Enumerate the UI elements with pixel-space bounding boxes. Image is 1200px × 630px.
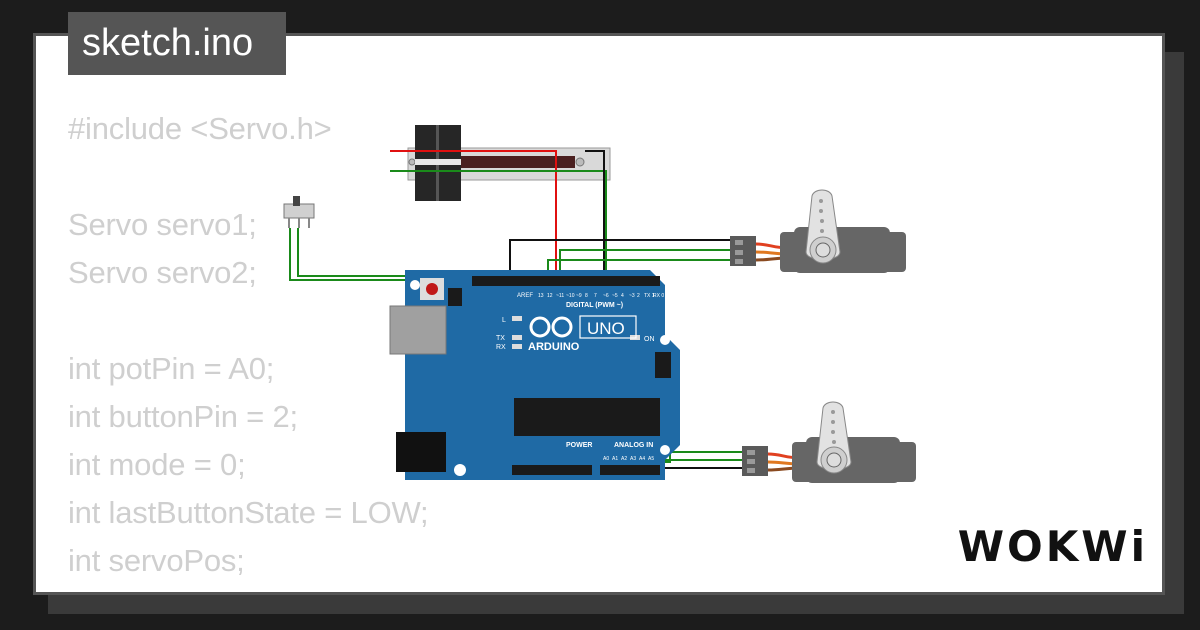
pin-label: ~9 bbox=[576, 293, 582, 299]
aref-label: AREF bbox=[517, 293, 533, 299]
usb-port bbox=[389, 305, 447, 355]
analog-pin-label: A4 bbox=[639, 456, 645, 462]
board-brand: ARDUINO bbox=[528, 341, 580, 353]
analog-header bbox=[600, 465, 660, 475]
digital-header bbox=[472, 276, 660, 286]
pin-label: 2 bbox=[637, 293, 640, 299]
pin-label: TX 1 bbox=[644, 293, 655, 299]
pin-label: ~10 bbox=[566, 293, 575, 299]
pin-label: 13 bbox=[538, 293, 544, 299]
power-jack bbox=[396, 432, 446, 472]
pin-label: RX 0 bbox=[653, 293, 664, 299]
analog-pin-label: A3 bbox=[630, 456, 636, 462]
analog-pin-label: A1 bbox=[612, 456, 618, 462]
code-line: int mode = 0; bbox=[68, 447, 246, 482]
code-line: int servoPos; bbox=[68, 543, 245, 578]
pin-label: ~6 bbox=[603, 293, 609, 299]
rx-label: RX bbox=[496, 344, 506, 351]
code-line: int potPin = A0; bbox=[68, 351, 275, 386]
code-preview: #include <Servo.h> Servo servo1; Servo s… bbox=[68, 105, 429, 585]
wokwi-logo: WOKWi bbox=[957, 522, 1148, 571]
code-line: #include <Servo.h> bbox=[68, 111, 332, 146]
analog-pin-label: A5 bbox=[648, 456, 654, 462]
on-label: ON bbox=[644, 336, 655, 343]
pin-label: 8 bbox=[585, 293, 588, 299]
analog-label: ANALOG IN bbox=[614, 442, 653, 449]
pin-label: 7 bbox=[594, 293, 597, 299]
analog-pin-label: A0 bbox=[603, 456, 609, 462]
board-model: UNO bbox=[587, 319, 625, 338]
slide-switch[interactable] bbox=[283, 196, 315, 228]
code-line: Servo servo1; bbox=[68, 207, 257, 242]
code-line: Servo servo2; bbox=[68, 255, 257, 290]
l-label: L bbox=[502, 317, 506, 324]
servo-motor-1[interactable] bbox=[730, 189, 906, 273]
tx-label: TX bbox=[496, 335, 505, 342]
code-line: int lastButtonState = LOW; bbox=[68, 495, 429, 530]
pin-label: 4 bbox=[621, 293, 624, 299]
pin-label: ~11 bbox=[556, 293, 564, 299]
digital-label: DIGITAL (PWM ~) bbox=[566, 302, 623, 309]
code-line: int buttonPin = 2; bbox=[68, 399, 298, 434]
pin-label: 12 bbox=[547, 293, 553, 299]
atmega-chip bbox=[514, 398, 660, 436]
file-name-tab[interactable]: sketch.ino bbox=[68, 12, 286, 75]
pin-label: ~5 bbox=[612, 293, 618, 299]
pin-label: ~3 bbox=[629, 293, 635, 299]
power-header bbox=[512, 465, 592, 475]
arduino-uno-board[interactable]: UNO ARDUINO DIGITAL (PWM ~) POWER ANALOG… bbox=[389, 270, 680, 480]
slide-potentiometer[interactable] bbox=[407, 125, 611, 201]
analog-pin-label: A2 bbox=[621, 456, 627, 462]
servo-motor-2[interactable] bbox=[742, 401, 916, 483]
power-label: POWER bbox=[566, 442, 592, 449]
